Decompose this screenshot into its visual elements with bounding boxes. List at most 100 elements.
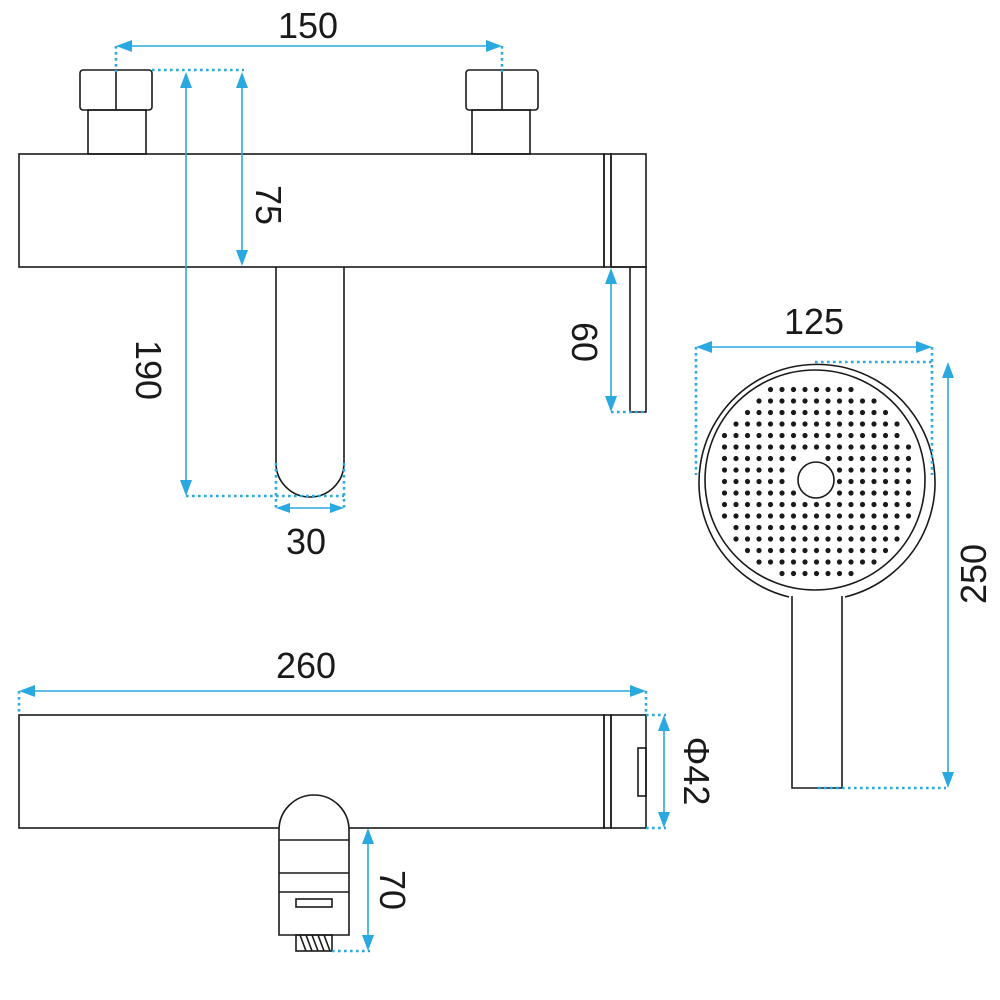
spray-hole (790, 409, 797, 416)
spray-hole (871, 524, 877, 531)
spray-hole (802, 432, 808, 439)
spray-hole (848, 455, 854, 462)
spray-hole (882, 444, 889, 450)
spray-hole (744, 432, 751, 439)
spray-hole (825, 398, 831, 404)
spray-hole (767, 536, 774, 542)
spray-hole (859, 559, 866, 565)
spray-hole (882, 409, 889, 416)
spray-hole (894, 513, 900, 519)
spray-hole (767, 524, 774, 531)
spray-hole (779, 524, 785, 531)
mixer-body (18, 153, 605, 268)
spray-hole (848, 524, 854, 531)
spray-hole (859, 547, 866, 554)
spray-hole (848, 547, 854, 554)
spray-hole (733, 467, 739, 473)
spray-hole (859, 524, 866, 531)
spray-hole (905, 513, 912, 519)
spray-hole (848, 490, 854, 496)
spray-hole (756, 490, 762, 496)
spray-hole (779, 547, 785, 554)
spray-hole (733, 444, 739, 450)
spray-hole (779, 570, 785, 577)
spray-hole (882, 513, 889, 519)
spray-hole (825, 444, 831, 450)
handshower-length-label: 250 (953, 544, 994, 604)
spray-hole (790, 524, 797, 531)
spray-hole (744, 536, 751, 542)
left-inlet-nut (79, 69, 153, 155)
spray-hole (871, 536, 877, 542)
spray-hole (848, 513, 854, 519)
spray-hole (859, 444, 866, 450)
spray-hole (802, 421, 808, 427)
spray-hole (767, 490, 774, 496)
spray-hole (894, 524, 900, 531)
spray-hole (848, 570, 854, 577)
spray-hole (790, 421, 797, 427)
spray-hole (813, 444, 820, 450)
spray-hole (790, 490, 797, 496)
spray-hole (733, 513, 739, 519)
spray-hole (802, 547, 808, 554)
spray-hole (802, 513, 808, 519)
spray-hole (813, 421, 820, 427)
spray-hole (848, 536, 854, 542)
spray-hole (767, 444, 774, 450)
spray-hole (882, 547, 889, 554)
spray-hole (894, 501, 900, 508)
spray-hole (756, 536, 762, 542)
spray-hole (859, 421, 866, 427)
front-view: 150 75 190 30 (18, 5, 647, 562)
spray-hole (756, 547, 762, 554)
spray-hole (721, 444, 728, 450)
spray-hole (836, 547, 843, 554)
spray-hole (825, 536, 831, 542)
spray-hole (744, 547, 751, 554)
head-diameter-label: 125 (784, 301, 844, 342)
spray-hole (836, 455, 843, 462)
spray-hole (767, 478, 774, 485)
spray-hole (779, 467, 785, 473)
spray-hole (825, 524, 831, 531)
body-to-outlet-dimension: 75 (236, 72, 289, 266)
spray-hole (767, 501, 774, 508)
spray-hole (790, 501, 797, 508)
spray-hole (744, 421, 751, 427)
spray-hole (779, 559, 785, 565)
spray-hole (825, 501, 831, 508)
spray-hole (848, 386, 854, 393)
top-view-outlet (278, 794, 350, 952)
top-view-handle (610, 714, 647, 829)
spray-hole (802, 536, 808, 542)
spray-hole (767, 547, 774, 554)
hand-shower: 125 250 (694, 301, 994, 790)
spray-hole (905, 501, 912, 508)
spray-hole (825, 432, 831, 439)
spray-hole (813, 409, 820, 416)
spray-hole (733, 524, 739, 531)
spray-hole (905, 478, 912, 485)
spray-hole (871, 501, 877, 508)
spray-hole (756, 444, 762, 450)
spray-hole (836, 467, 843, 473)
spray-hole (848, 398, 854, 404)
spray-hole (882, 524, 889, 531)
spray-hole (836, 398, 843, 404)
spray-hole (859, 432, 866, 439)
spray-hole (721, 501, 728, 508)
outlet-drop-dimension: 70 (332, 828, 413, 953)
spray-hole (825, 386, 831, 393)
spray-hole (859, 467, 866, 473)
threaded-connector (295, 934, 333, 952)
top-view: 260 Φ42 70 (17, 645, 717, 953)
spray-hole (779, 455, 785, 462)
spray-hole (836, 501, 843, 508)
spray-hole (756, 398, 762, 404)
spray-hole (882, 421, 889, 427)
right-inlet-nut (465, 69, 539, 155)
spray-hole (744, 501, 751, 508)
spray-hole (756, 559, 762, 565)
spray-hole (756, 524, 762, 531)
